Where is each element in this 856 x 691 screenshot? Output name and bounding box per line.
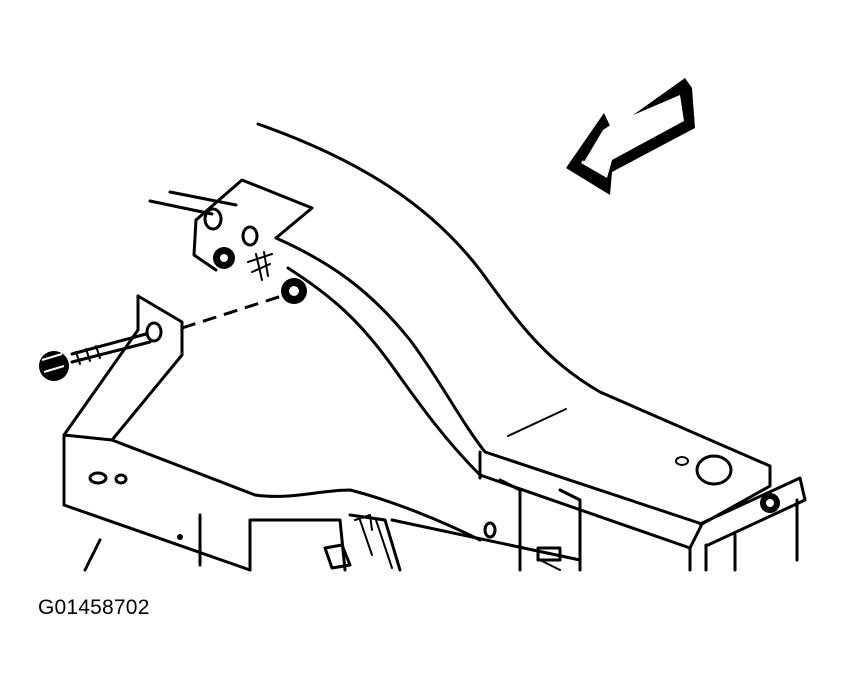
- tab-hole: [241, 225, 259, 247]
- brace-hole: [675, 456, 689, 466]
- lower-support-bracket: [62, 294, 497, 572]
- bracket-hole: [145, 321, 163, 343]
- figure-code: G01458702: [38, 596, 150, 619]
- right-end-bracket: [698, 476, 807, 572]
- curved-brace: [274, 236, 772, 572]
- mounting-bolt: [39, 292, 289, 381]
- body-panel: [148, 122, 772, 468]
- upper-mounting-tab: [192, 178, 314, 304]
- brace-hole: [695, 454, 733, 486]
- tab-hole: [203, 207, 223, 231]
- direction-arrow-icon: [566, 78, 695, 195]
- lower-details: [83, 478, 582, 572]
